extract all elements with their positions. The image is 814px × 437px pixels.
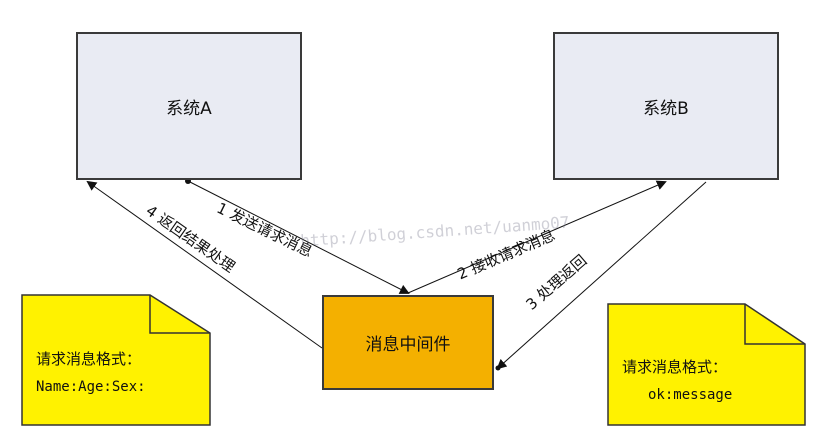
- note-left-title: 请求消息格式：: [36, 350, 142, 368]
- edge-result: [86, 180, 323, 349]
- edge-receive: [407, 180, 667, 294]
- middleware-label: 消息中间件: [365, 335, 451, 355]
- middleware-box: 消息中间件: [322, 295, 494, 390]
- note-right-format: ok:message: [648, 387, 733, 403]
- system-a-box: 系统A: [76, 32, 302, 180]
- note-left-shape: [21, 294, 211, 426]
- note-left-format: Name:Age:Sex:: [36, 379, 146, 395]
- system-b-label: 系统B: [643, 98, 689, 119]
- system-b-box: 系统B: [553, 32, 779, 180]
- system-a-label: 系统A: [166, 98, 212, 119]
- edge-send: [187, 180, 410, 294]
- note-right-title: 请求消息格式：: [622, 358, 728, 376]
- note-right-shape: [607, 303, 806, 426]
- edge-process: [496, 181, 707, 370]
- edge-process-end-dot: [495, 365, 501, 371]
